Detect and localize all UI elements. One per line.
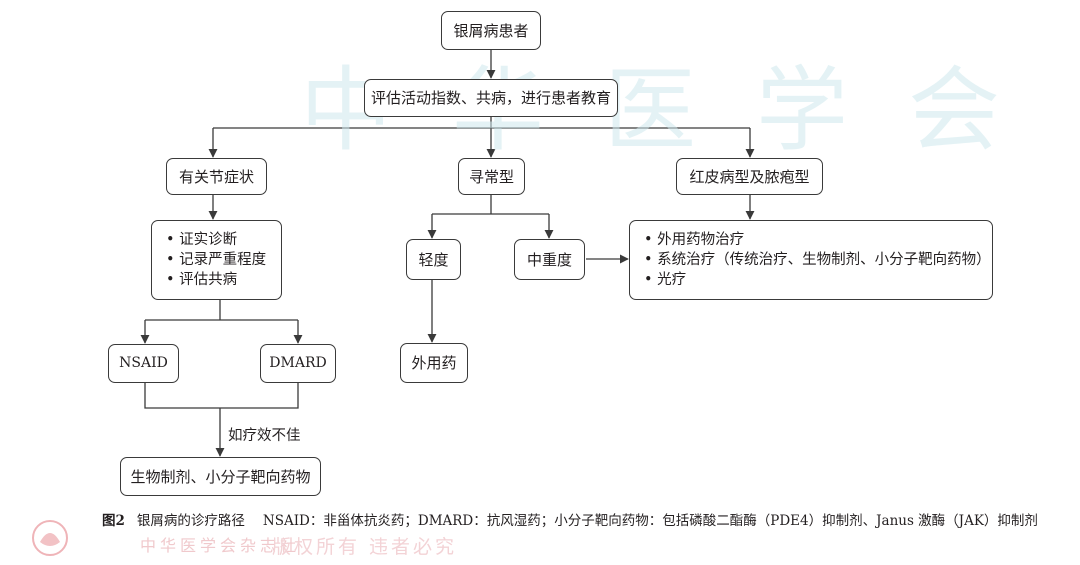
copyright-notice: 版权所有 违者必究 bbox=[272, 536, 458, 558]
treatment-item: 系统治疗（传统治疗、生物制剂、小分子靶向药物） bbox=[644, 250, 991, 270]
edge-merge bbox=[144, 383, 299, 409]
node-joint-symptoms: 有关节症状 bbox=[166, 158, 267, 195]
node-moderate-severe: 中重度 bbox=[514, 239, 585, 280]
caption-number: 图2 bbox=[102, 513, 125, 529]
caption-text: NSAID：非甾体抗炎药；DMARD：抗风湿药；小分子靶向药物：包括磷酸二酯酶（… bbox=[262, 513, 1038, 529]
publisher-name: 中华医学会杂志社 bbox=[140, 536, 301, 555]
node-joint-steps: 证实诊断 记录严重程度 评估共病 bbox=[151, 220, 282, 300]
node-severe-treatments: 外用药物治疗 系统治疗（传统治疗、生物制剂、小分子靶向药物） 光疗 bbox=[629, 220, 993, 300]
treatment-item: 外用药物治疗 bbox=[644, 230, 744, 250]
node-nsaid: NSAID bbox=[108, 344, 179, 383]
joint-step-item: 记录严重程度 bbox=[166, 250, 266, 270]
edge-label-poor-response: 如疗效不佳 bbox=[228, 428, 301, 444]
treatment-item: 光疗 bbox=[644, 270, 686, 290]
node-mild: 轻度 bbox=[406, 239, 461, 280]
node-topical: 外用药 bbox=[400, 343, 468, 383]
publisher-logo-icon bbox=[32, 520, 68, 556]
node-common-type: 寻常型 bbox=[458, 158, 525, 195]
caption-title: 银屑病的诊疗路径 bbox=[136, 513, 245, 529]
node-assess: 评估活动指数、共病，进行患者教育 bbox=[364, 79, 618, 117]
joint-step-item: 证实诊断 bbox=[166, 230, 237, 250]
node-erythro-pustular: 红皮病型及脓疱型 bbox=[676, 158, 823, 195]
figure-caption: 图2 银屑病的诊疗路径 NSAID：非甾体抗炎药；DMARD：抗风湿药；小分子靶向药… bbox=[86, 510, 1046, 532]
node-dmard: DMARD bbox=[260, 344, 336, 383]
node-biologics: 生物制剂、小分子靶向药物 bbox=[120, 457, 321, 496]
node-patient: 银屑病患者 bbox=[441, 11, 541, 50]
joint-step-item: 评估共病 bbox=[166, 270, 237, 290]
